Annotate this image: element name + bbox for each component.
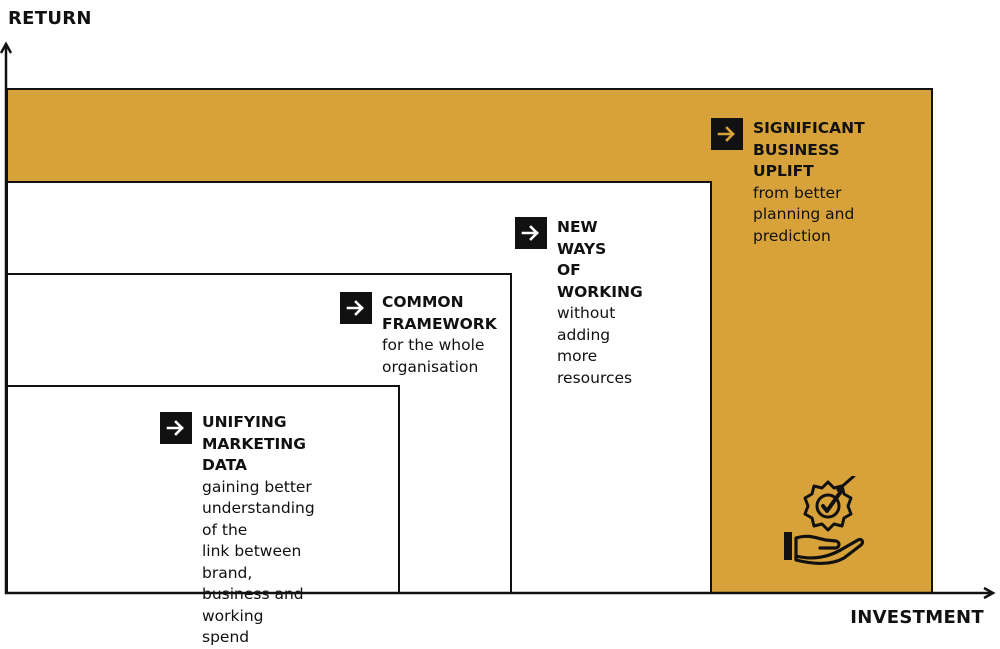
x-axis-label: INVESTMENT <box>850 607 984 628</box>
stage-description: for the whole organisation <box>382 336 485 376</box>
stage-description: from better planning and prediction <box>753 183 855 245</box>
y-axis-label: RETURN <box>8 8 92 29</box>
arrow-right-icon <box>515 217 547 249</box>
hand-badge-check-icon <box>784 476 865 566</box>
stage-description: without adding more resources <box>557 304 633 387</box>
arrow-right-icon <box>711 118 743 150</box>
stage-title: SIGNIFICANT BUSINESS UPLIFT <box>753 119 865 180</box>
arrow-right-icon <box>340 292 372 324</box>
axes <box>0 41 996 600</box>
stage-title: COMMON FRAMEWORK <box>382 293 497 333</box>
stage-1-area <box>6 385 400 594</box>
stage-title: NEW WAYS OF WORKING <box>557 218 643 301</box>
y-axis <box>0 41 13 594</box>
stage-description: gaining better understanding of the link… <box>202 477 315 647</box>
x-axis <box>5 586 996 600</box>
stage-title: UNIFYING MARKETING DATA <box>202 413 306 474</box>
arrow-right-icon <box>160 412 192 444</box>
